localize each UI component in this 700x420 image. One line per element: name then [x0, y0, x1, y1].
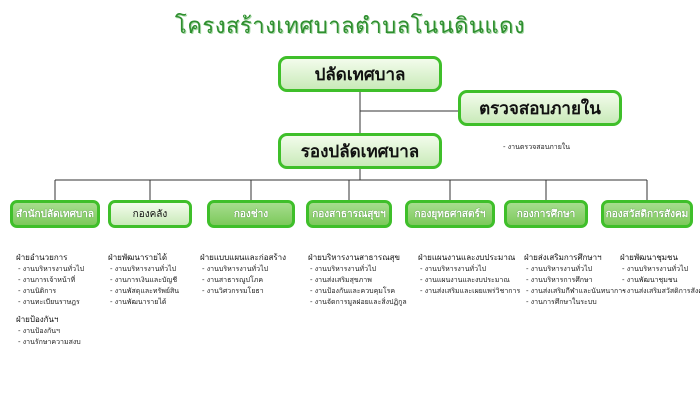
task-item: - งานส่งเสริมสุขภาพ — [310, 276, 372, 284]
task-item: - งานทะเบียนราษฎร — [18, 298, 80, 306]
task-item: - งานแผนงานและงบประมาณ — [420, 276, 510, 284]
task-item: - งานบริหารงานทั่วไป — [110, 265, 177, 273]
task-item: - งานป้องกันและควบคุมโรค — [310, 287, 396, 295]
task-item: - งานบริหารการศึกษา — [526, 276, 593, 284]
task-item: - งานส่งเสริมและเผยแพร่วิชาการ — [420, 287, 521, 295]
internal-audit-note: - งานตรวจสอบภายใน — [503, 143, 570, 151]
department-detail-column: ฝ่ายแบบแผนและก่อสร้าง - งานบริหารงานทั่วไ… — [200, 252, 286, 297]
department-label: กองคลัง — [132, 208, 168, 220]
department-label: กองสวัสดิการสังคม — [605, 208, 689, 220]
internal-audit-label: ตรวจสอบภายใน — [479, 98, 601, 119]
task-item: - งานการศึกษาในระบบ — [526, 298, 597, 306]
deputy-clerk-box: รองปลัดเทศบาล — [278, 133, 442, 169]
section-heading: ฝ่ายป้องกันฯ — [16, 315, 59, 324]
mayor-clerk-label: ปลัดเทศบาล — [314, 64, 406, 85]
task-item: - งานการเจ้าหน้าที่ — [18, 276, 76, 284]
section-heading: ฝ่ายอำนวยการ — [16, 253, 68, 262]
task-item: - งานบริหารงานทั่วไป — [420, 265, 487, 273]
department-box-3: กองช่าง — [207, 200, 295, 228]
section-heading: ฝ่ายแผนงานและงบประมาณ — [418, 253, 516, 262]
department-box-2: กองคลัง — [108, 200, 192, 228]
department-box-5: กองยุทธศาสตร์ฯ — [405, 200, 495, 228]
task-item: - งานจัดการมูลฝอยและสิ่งปฏิกูล — [310, 298, 407, 306]
department-label: กองการศึกษา — [516, 208, 576, 220]
task-item: - งานส่งเสริมกีฬาและนันทนาการ — [526, 287, 626, 295]
department-detail-column: ฝ่ายอำนวยการ - งานบริหารงานทั่วไป - งานการ… — [16, 252, 84, 348]
section-heading: ฝ่ายพัฒนารายได้ — [108, 253, 168, 262]
task-item: - งานบริหารงานทั่วไป — [622, 265, 689, 273]
task-item: - งานวิศวกรรมโยธา — [202, 287, 264, 295]
department-label: กองยุทธศาสตร์ฯ — [414, 208, 486, 220]
task-item: - งานส่งเสริมสวัสดิการสังคม — [622, 287, 700, 295]
task-item: - งานนิติการ — [18, 287, 57, 295]
department-label: สำนักปลัดเทศบาล — [15, 208, 95, 220]
department-box-1: สำนักปลัดเทศบาล — [10, 200, 100, 228]
internal-audit-box: ตรวจสอบภายใน — [458, 90, 622, 126]
mayor-clerk-box: ปลัดเทศบาล — [278, 56, 442, 92]
deputy-clerk-label: รองปลัดเทศบาล — [300, 141, 420, 162]
department-detail-column: ฝ่ายบริหารงานสาธารณสุข - งานบริหารงานทั่ว… — [308, 252, 407, 308]
department-detail-column: ฝ่ายส่งเสริมการศึกษาฯ - งานบริหารงานทั่วไ… — [524, 252, 626, 308]
task-item: - งานรักษาความสงบ — [18, 338, 81, 346]
department-detail-column: ฝ่ายแผนงานและงบประมาณ - งานบริหารงานทั่วไ… — [418, 252, 520, 297]
task-item: - งานป้องกันฯ — [18, 327, 60, 335]
section-heading: ฝ่ายบริหารงานสาธารณสุข — [308, 253, 400, 262]
department-box-7: กองสวัสดิการสังคม — [601, 200, 693, 228]
task-item: - งานบริหารงานทั่วไป — [526, 265, 593, 273]
task-item: - งานบริหารงานทั่วไป — [310, 265, 377, 273]
department-detail-column: ฝ่ายพัฒนารายได้ - งานบริหารงานทั่วไป - งาน… — [108, 252, 179, 308]
department-detail-column: ฝ่ายพัฒนาชุมชน - งานบริหารงานทั่วไป - งานพ… — [620, 252, 700, 297]
section-heading: ฝ่ายแบบแผนและก่อสร้าง — [200, 253, 287, 262]
task-item: - งานพัฒนารายได้ — [110, 298, 167, 306]
task-item: - งานพัฒนาชุมชน — [622, 276, 678, 284]
department-label: กองช่าง — [233, 208, 269, 220]
task-item: - งานบริหารงานทั่วไป — [202, 265, 269, 273]
department-box-4: กองสาธารณสุขฯ — [306, 200, 392, 228]
department-box-6: กองการศึกษา — [504, 200, 588, 228]
section-heading: ฝ่ายพัฒนาชุมชน — [620, 253, 678, 262]
task-item: - งานการเงินและบัญชี — [110, 276, 178, 284]
chart-title: โครงสร้างเทศบาลตำบลโนนดินแดง — [174, 14, 526, 39]
task-item: - งานพัสดุและทรัพย์สิน — [110, 287, 180, 295]
section-heading: ฝ่ายส่งเสริมการศึกษาฯ — [524, 253, 602, 262]
task-item: - งานสาธารณูปโภค — [202, 276, 264, 284]
task-item: - งานบริหารงานทั่วไป — [18, 265, 85, 273]
department-label: กองสาธารณสุขฯ — [312, 208, 386, 220]
